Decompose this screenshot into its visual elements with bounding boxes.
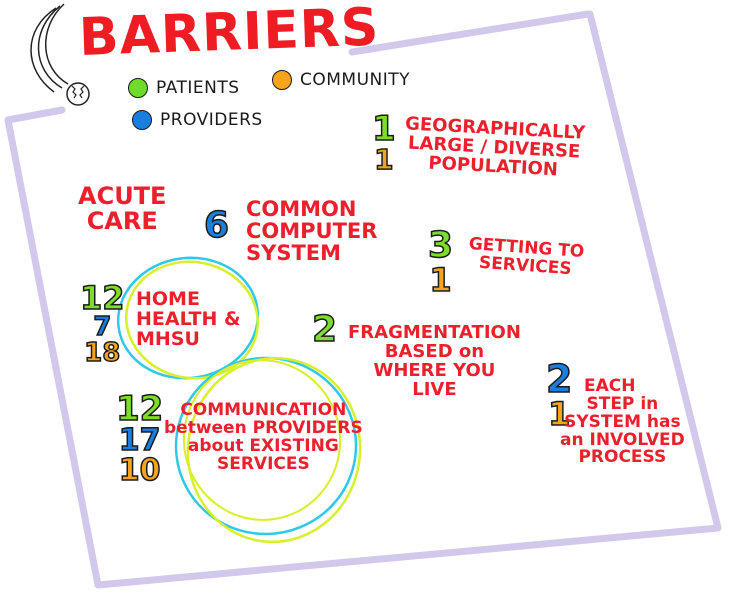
- legend: PROVIDERS: [132, 110, 263, 130]
- community-count: 1: [429, 261, 453, 299]
- barrier-home-health-label: HOME HEALTH & MHSU: [136, 288, 241, 350]
- legend-item-providers: PROVIDERS: [132, 110, 263, 130]
- orange-dot-icon: [272, 70, 292, 90]
- barrier-communication-counts: 12 17 10: [115, 389, 164, 488]
- blue-dot-icon: [132, 110, 152, 130]
- providers-count: 7: [92, 312, 112, 342]
- legend-label: PROVIDERS: [160, 110, 263, 130]
- patients-count: 3: [427, 225, 454, 266]
- legend: COMMUNITY: [272, 70, 410, 90]
- legend-label: COMMUNITY: [300, 70, 411, 90]
- community-count: 1: [373, 143, 394, 176]
- green-dot-icon: [128, 78, 148, 98]
- barrier-communication-label: COMMUNICATION between PROVIDERS about EX…: [164, 400, 363, 474]
- patients-count: 2: [311, 309, 338, 350]
- providers-count: 2: [545, 357, 573, 401]
- community-count: 10: [118, 453, 161, 488]
- barrier-fragmentation-label: FRAGMENTATION BASED on WHERE YOU LIVE: [348, 322, 521, 400]
- legend-label: PATIENTS: [156, 78, 240, 98]
- barrier-getting-to-services-counts: 3 1: [427, 225, 454, 299]
- community-count: 1: [547, 395, 571, 433]
- baseball-icon: [66, 82, 90, 106]
- barrier-common-computer-label: COMMON COMPUTER SYSTEM: [246, 197, 378, 266]
- patients-count: 12: [115, 389, 164, 429]
- providers-count: 6: [203, 205, 230, 246]
- barrier-fragmentation-counts: 2: [311, 309, 338, 350]
- legend-item-community: COMMUNITY: [272, 70, 410, 90]
- barrier-home-health-counts: 12 7 18: [79, 279, 125, 368]
- barrier-geographic-counts: 1 1: [371, 109, 396, 176]
- legend-item-patients: PATIENTS: [128, 78, 240, 98]
- barrier-common-computer-counts: 6: [203, 205, 230, 246]
- page-title: BARRIERS: [78, 0, 381, 68]
- community-count: 18: [83, 338, 121, 368]
- legend: PATIENTS: [128, 78, 240, 98]
- patients-count: 1: [371, 109, 396, 149]
- providers-count: 17: [118, 423, 161, 458]
- barrier-geographic-label: GEOGRAPHICALLY LARGE / DIVERSE POPULATIO…: [404, 113, 586, 181]
- patients-count: 12: [79, 279, 125, 317]
- barrier-each-step-label: EACH STEP in SYSTEM has an INVOLVED PROC…: [560, 376, 685, 468]
- barrier-acute-care-label: ACUTE CARE: [78, 182, 167, 236]
- barrier-each-step-counts: 2 1: [545, 357, 573, 433]
